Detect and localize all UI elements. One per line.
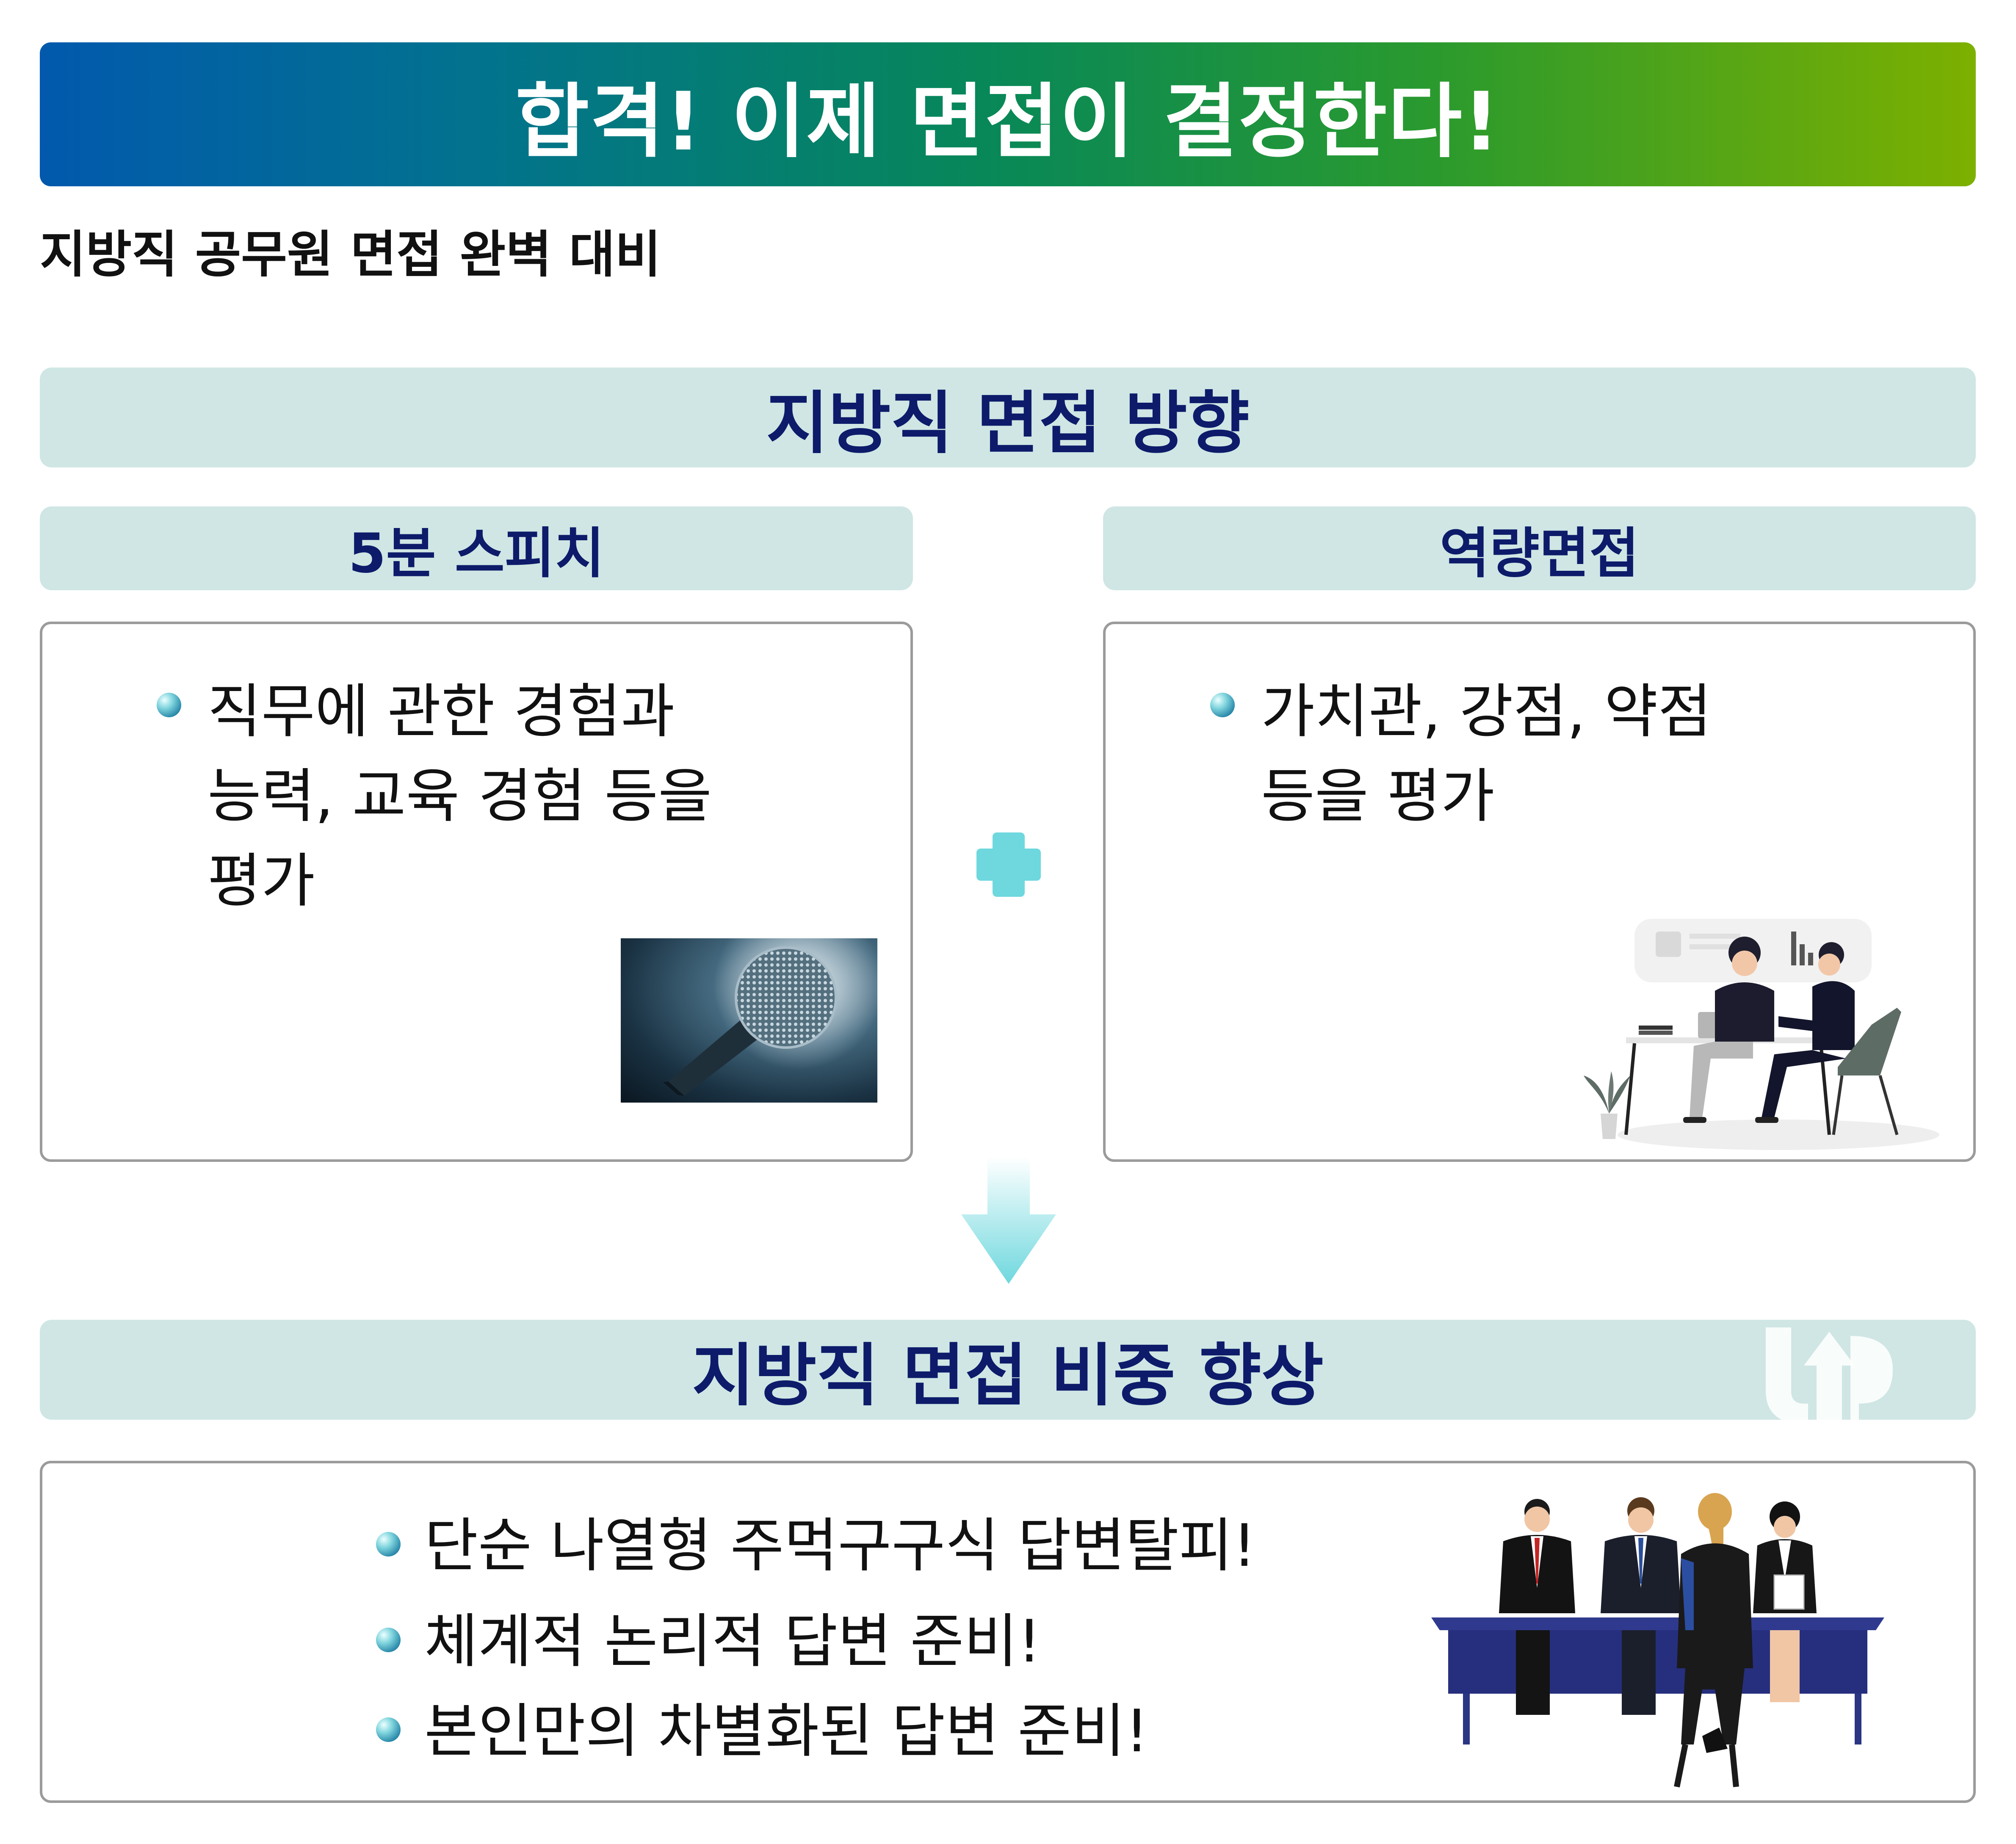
page-title: 합격! 이제 면접이 결정한다! bbox=[515, 75, 1501, 169]
sphere-bullet-icon bbox=[157, 693, 181, 717]
section-heading-direction: 지방직 면접 방향 bbox=[40, 368, 1976, 467]
interview-panel-illustration bbox=[1431, 1493, 1884, 1788]
column-heading-speech: 5분 스피치 bbox=[40, 506, 913, 590]
speech-line: 평가 bbox=[207, 847, 315, 915]
column-heading-speech-text: 5분 스피치 bbox=[348, 522, 605, 585]
speech-line: 능력, 교육 경험 등을 bbox=[207, 762, 712, 830]
weight-bullet-text: 체계적 논리적 답변 준비! bbox=[424, 1607, 1041, 1675]
section-heading-weight: 지방직 면접 비중 향상 bbox=[40, 1320, 1976, 1420]
column-heading-competency-text: 역량면접 bbox=[1439, 522, 1640, 585]
column-heading-competency: 역량면접 bbox=[1103, 506, 1976, 590]
sphere-bullet-icon bbox=[1210, 693, 1235, 717]
weight-bullet-text: 단순 나열형 주먹구구식 답변탈피! bbox=[424, 1512, 1256, 1580]
competency-card bbox=[1103, 622, 1976, 1162]
arrow-down-icon bbox=[961, 1157, 1056, 1284]
title-banner: 합격! 이제 면접이 결정한다! bbox=[40, 42, 1976, 186]
sphere-bullet-icon bbox=[376, 1717, 401, 1742]
microphone-photo bbox=[621, 938, 877, 1103]
up-badge-icon: UP bbox=[1766, 1327, 1893, 1425]
section-heading-weight-text: 지방직 면접 비중 향상 bbox=[692, 1336, 1324, 1415]
plus-icon-bar bbox=[976, 849, 1041, 881]
competency-line: 등을 평가 bbox=[1261, 762, 1495, 830]
section-heading-direction-text: 지방직 면접 방향 bbox=[766, 384, 1250, 463]
page-subtitle: 지방직 공무원 면접 완벽 대비 bbox=[40, 225, 661, 284]
sphere-bullet-icon bbox=[376, 1628, 401, 1652]
weight-bullet-text: 본인만의 차별화된 답변 준비! bbox=[424, 1697, 1149, 1765]
speech-line: 직무에 관한 경험과 bbox=[207, 677, 675, 746]
sphere-bullet-icon bbox=[376, 1532, 401, 1556]
competency-line: 가치관, 강점, 약점 bbox=[1261, 677, 1712, 746]
interview-meeting-illustration bbox=[1584, 919, 1939, 1150]
